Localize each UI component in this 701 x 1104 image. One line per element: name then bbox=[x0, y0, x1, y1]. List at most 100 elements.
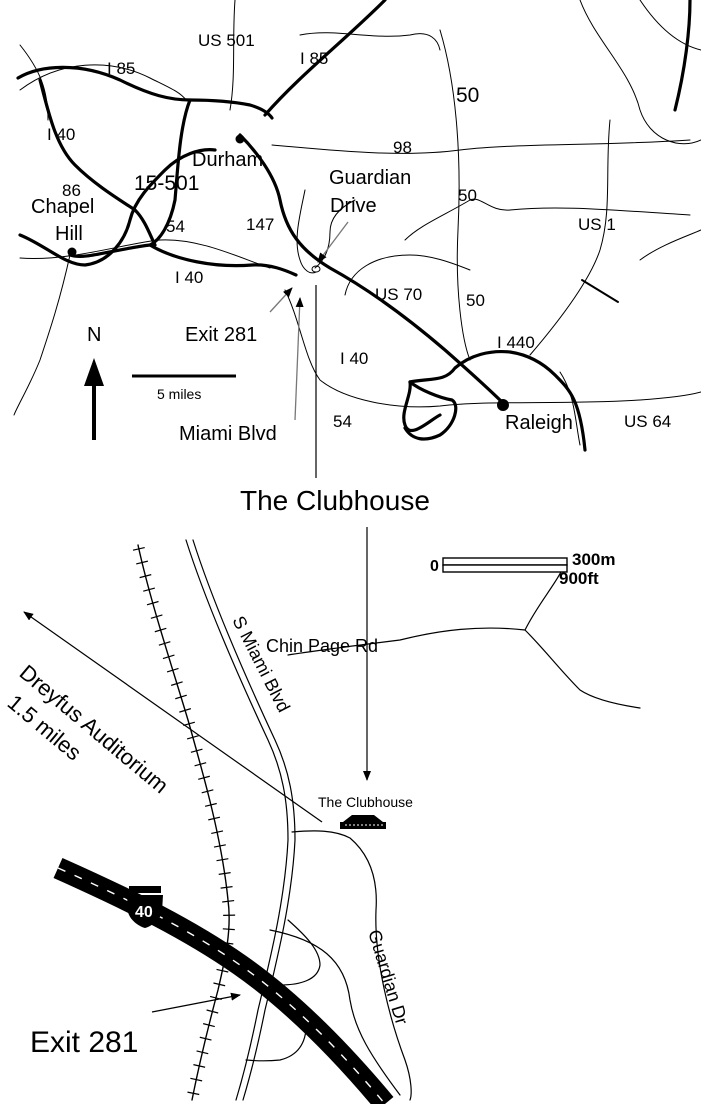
label-86: 86 bbox=[62, 181, 81, 200]
city-labels: Durham Chapel Hill Raleigh bbox=[31, 149, 573, 434]
rail-tie bbox=[132, 547, 145, 551]
label-us501: US 501 bbox=[198, 31, 255, 50]
rail-tie bbox=[211, 830, 224, 835]
north-arrow: N bbox=[84, 324, 104, 440]
label-hill: Hill bbox=[55, 223, 83, 245]
rail-tie bbox=[139, 574, 152, 579]
label-98: 98 bbox=[393, 138, 412, 157]
label-147: 147 bbox=[246, 215, 274, 234]
label-exit-overview: Exit 281 bbox=[185, 324, 257, 346]
rail-tie bbox=[220, 886, 233, 889]
rail-tie bbox=[222, 928, 235, 931]
label-durham: Durham bbox=[192, 149, 263, 171]
label-s-miami: S Miami Blvd bbox=[228, 613, 294, 716]
label-54-left: 54 bbox=[166, 217, 185, 236]
rail-tie bbox=[166, 667, 179, 673]
railroad bbox=[132, 544, 236, 1101]
clubhouse-marker bbox=[311, 265, 321, 273]
label-us1: US 1 bbox=[578, 215, 616, 234]
label-chapel: Chapel bbox=[31, 196, 94, 218]
rail-tie bbox=[218, 872, 231, 875]
clubhouse-title: The Clubhouse bbox=[240, 485, 430, 516]
label-50-mid: 50 bbox=[458, 186, 477, 205]
scale-m: 300m bbox=[572, 550, 615, 569]
miami-leader bbox=[294, 297, 304, 421]
label-guardian-dr: Guardian Dr bbox=[364, 927, 412, 1027]
rail-tie bbox=[216, 858, 229, 862]
rail-tie bbox=[154, 627, 167, 633]
label-50-low: 50 bbox=[466, 291, 485, 310]
callout-labels: Guardian Drive Exit 281 Miami Blvd bbox=[179, 167, 411, 445]
rail-tie bbox=[222, 899, 235, 903]
raleigh-dot bbox=[497, 399, 509, 411]
scale-zero: 0 bbox=[430, 558, 439, 575]
overview-map: US 501 I 85 I 85 50 I 40 98 86 15-501 50… bbox=[13, 0, 701, 452]
scale-label: 5 miles bbox=[157, 386, 201, 402]
north-arrow-icon bbox=[84, 358, 104, 386]
rail-tie bbox=[179, 708, 192, 713]
chapel-hill-dot bbox=[67, 247, 77, 257]
label-i85-left: I 85 bbox=[107, 59, 135, 78]
rail-tie bbox=[170, 681, 183, 686]
interstate-40 bbox=[53, 857, 394, 1104]
detail-scale: 0 300m 900ft bbox=[430, 550, 615, 588]
rail-tie bbox=[196, 1050, 209, 1055]
route-labels: US 501 I 85 I 85 50 I 40 98 86 15-501 50… bbox=[47, 31, 671, 431]
label-i440: I 440 bbox=[497, 333, 535, 352]
rail-tie bbox=[194, 762, 207, 767]
rail-tie bbox=[143, 587, 155, 592]
label-i40-mid: I 40 bbox=[175, 268, 203, 287]
label-clubhouse-detail: The Clubhouse bbox=[318, 794, 413, 810]
label-drive: Drive bbox=[330, 195, 377, 217]
dreyfus-arrow bbox=[23, 611, 323, 823]
label-us70: US 70 bbox=[375, 285, 422, 304]
i40-shield-icon: 40 bbox=[127, 886, 163, 928]
scale-ft: 900ft bbox=[559, 569, 599, 588]
rail-tie bbox=[162, 654, 175, 660]
rail-tie bbox=[213, 982, 226, 987]
guardian-leader bbox=[317, 221, 349, 263]
rail-tie bbox=[175, 694, 187, 700]
label-i85-right: I 85 bbox=[300, 49, 328, 68]
label-us64: US 64 bbox=[624, 412, 671, 431]
east-roads bbox=[287, 559, 641, 709]
durham-dot bbox=[235, 134, 245, 144]
label-i40-low: I 40 bbox=[340, 349, 368, 368]
label-guardian: Guardian bbox=[329, 167, 411, 189]
rail-tie bbox=[204, 802, 217, 807]
clubhouse-icon bbox=[340, 815, 386, 829]
exit-arrow bbox=[151, 992, 241, 1013]
label-raleigh: Raleigh bbox=[505, 412, 573, 434]
label-50-top: 50 bbox=[456, 84, 479, 107]
overview-scale: 5 miles bbox=[132, 374, 236, 402]
rail-tie bbox=[146, 600, 159, 606]
rail-tie bbox=[193, 1064, 206, 1068]
label-chin-page: Chin Page Rd bbox=[266, 636, 378, 656]
rail-tie bbox=[190, 1077, 203, 1082]
rail-tie bbox=[208, 816, 221, 821]
shield-label: 40 bbox=[135, 904, 153, 921]
label-54-low: 54 bbox=[333, 412, 352, 431]
rail-tie bbox=[201, 789, 214, 794]
rail-tie bbox=[202, 1023, 215, 1028]
miami-blvd-road bbox=[185, 539, 296, 1101]
rail-tie bbox=[190, 748, 203, 753]
highways bbox=[16, 0, 692, 452]
label-exit-detail: Exit 281 bbox=[30, 1026, 138, 1059]
rail-tie bbox=[199, 1036, 212, 1041]
rail-tie bbox=[216, 968, 229, 973]
rail-tie bbox=[213, 844, 226, 848]
label-15-501: 15-501 bbox=[134, 172, 199, 195]
rail-tie bbox=[206, 1009, 219, 1014]
label-miami-overview: Miami Blvd bbox=[179, 423, 277, 445]
rail-tie bbox=[198, 775, 210, 780]
detail-map: 40 0 300m 900ft Chin Page Rd S Miami Blv… bbox=[3, 539, 641, 1104]
rail-tie bbox=[136, 560, 149, 565]
rail-tie bbox=[150, 614, 163, 619]
rail-tie bbox=[187, 1091, 200, 1096]
rail-tie bbox=[186, 735, 199, 740]
exit-leader bbox=[269, 287, 293, 313]
label-i40-left: I 40 bbox=[47, 125, 75, 144]
